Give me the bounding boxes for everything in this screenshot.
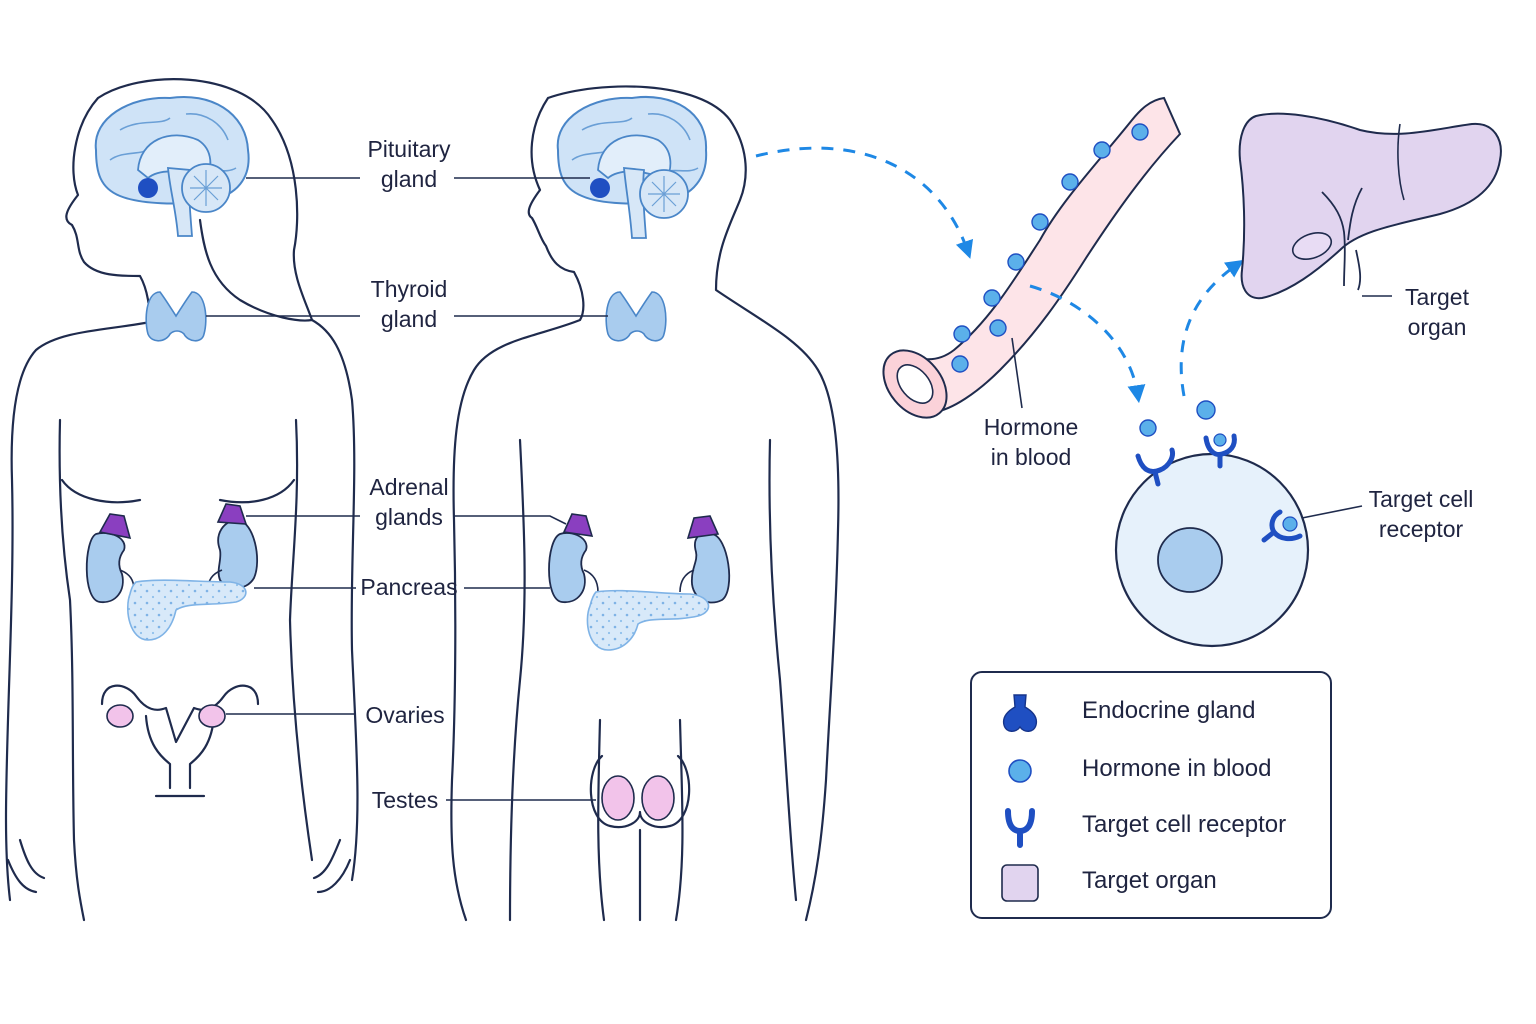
label-target-organ: Target organ: [1405, 284, 1469, 340]
legend: Endocrine gland Hormone in blood Target …: [970, 671, 1332, 919]
label-thyroid-gland: Thyroid gland: [370, 276, 448, 332]
male-legs: [597, 718, 684, 922]
female-thyroid: [145, 291, 207, 342]
label-testes: Testes: [371, 787, 439, 813]
male-right-kidney: [691, 532, 731, 604]
legend-item-target-organ: Target organ: [972, 857, 1332, 907]
female-right-hand: [312, 838, 352, 894]
female-left-kidney: [85, 532, 126, 603]
receptor-right: [1261, 509, 1303, 543]
legend-label: Target organ: [1082, 867, 1217, 894]
label-ovaries: Ovaries: [365, 702, 445, 728]
legend-item-target-cell-receptor: Target cell receptor: [972, 801, 1332, 851]
male-body-outline: [450, 85, 840, 922]
male-brain: [556, 96, 708, 239]
receptor-left: [1135, 447, 1175, 487]
legend-label: Endocrine gland: [1082, 697, 1256, 724]
male-right-adrenal: [686, 515, 720, 539]
receptor-icon: [1005, 808, 1035, 848]
female-reproductive: [100, 684, 260, 798]
target-organ-swatch-icon: [1001, 864, 1039, 902]
female-right-kidney: [217, 519, 258, 589]
female-chest: [60, 478, 296, 504]
blood-vessel: [882, 96, 1182, 419]
female-pancreas: [126, 579, 247, 641]
legend-item-endocrine-gland: Endocrine gland: [972, 687, 1332, 737]
female-hair: [198, 218, 314, 322]
male-pancreas: [586, 589, 710, 651]
male-left-arm-inner: [508, 438, 526, 922]
leader-lines: [206, 177, 608, 801]
female-left-ovary: [106, 704, 134, 728]
male-right-arm-inner: [768, 438, 798, 902]
female-right-ovary: [198, 704, 226, 728]
label-hormone-in-blood: Hormone in blood: [983, 414, 1079, 470]
endocrine-gland-icon: [1002, 694, 1038, 732]
label-adrenal-glands: Adrenal glands: [369, 474, 449, 530]
female-right-arm-inner: [288, 418, 314, 862]
hormone-dots-vessel: [951, 123, 1149, 373]
label-pancreas: Pancreas: [360, 574, 458, 600]
male-thyroid: [605, 291, 667, 342]
receptor-top: [1203, 433, 1237, 469]
male-left-adrenal: [562, 513, 594, 537]
female-left-arm-inner: [58, 418, 86, 922]
female-figure: [4, 78, 359, 922]
legend-label: Hormone in blood: [1082, 755, 1272, 782]
label-target-cell-receptor: Target cell receptor: [1368, 486, 1474, 542]
legend-item-hormone-in-blood: Hormone in blood: [972, 745, 1332, 795]
hormone-dot-icon: [1008, 759, 1032, 783]
female-brain: [94, 96, 250, 237]
female-right-adrenal: [216, 503, 248, 525]
flow-arrows: [755, 146, 1244, 404]
female-pituitary-gland: [138, 178, 158, 198]
liver: [1238, 112, 1502, 300]
female-body-outline: [4, 78, 359, 902]
male-left-kidney: [548, 532, 588, 603]
female-left-adrenal: [98, 513, 132, 540]
label-pituitary-gland: Pituitary gland: [367, 136, 451, 192]
male-testes: [589, 754, 691, 829]
cell-nucleus: [1157, 527, 1223, 593]
male-pituitary-gland: [590, 178, 610, 198]
legend-label: Target cell receptor: [1082, 811, 1287, 838]
target-cell: [1114, 400, 1363, 648]
female-left-hand: [6, 838, 46, 894]
male-figure: [450, 85, 840, 922]
